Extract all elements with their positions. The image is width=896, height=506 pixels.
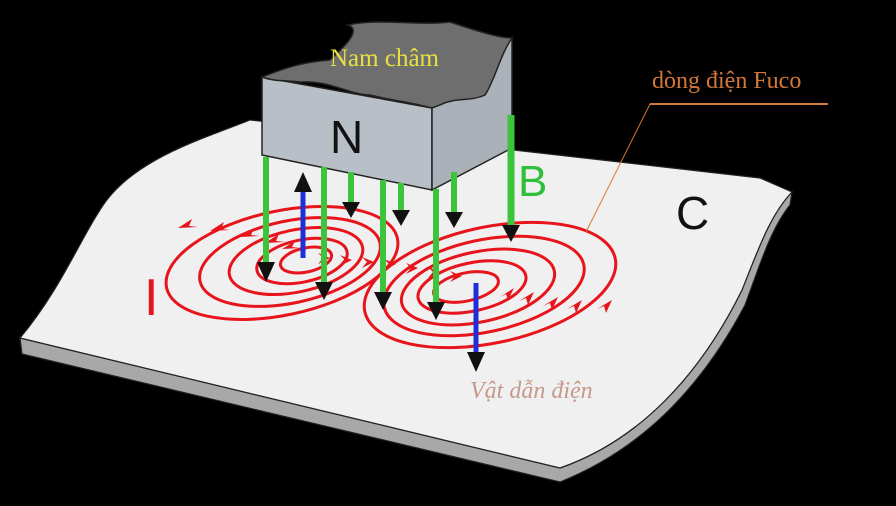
magnet-top-face (259, 21, 514, 109)
eddy-current-label: dòng điện Fuco (652, 68, 802, 94)
motion-vector-up (294, 172, 312, 258)
conductor-letter-label: C (676, 187, 710, 239)
eddy-loop-right (362, 220, 618, 350)
eddy-loop-left (164, 205, 400, 321)
field-lines (257, 115, 520, 320)
eddy-label-leader (585, 103, 828, 233)
motion-vector-down (467, 283, 485, 372)
eddy-arrows-left (178, 219, 300, 249)
eddy-arrows-right (500, 288, 612, 313)
magnet-block (259, 21, 514, 192)
north-pole-label: N (330, 111, 364, 163)
conductor-label: Vật dẫn điện (470, 378, 593, 404)
current-label: I (144, 269, 159, 327)
magnet-label: Nam châm (330, 45, 439, 72)
magnetic-field-label: B (518, 157, 548, 206)
